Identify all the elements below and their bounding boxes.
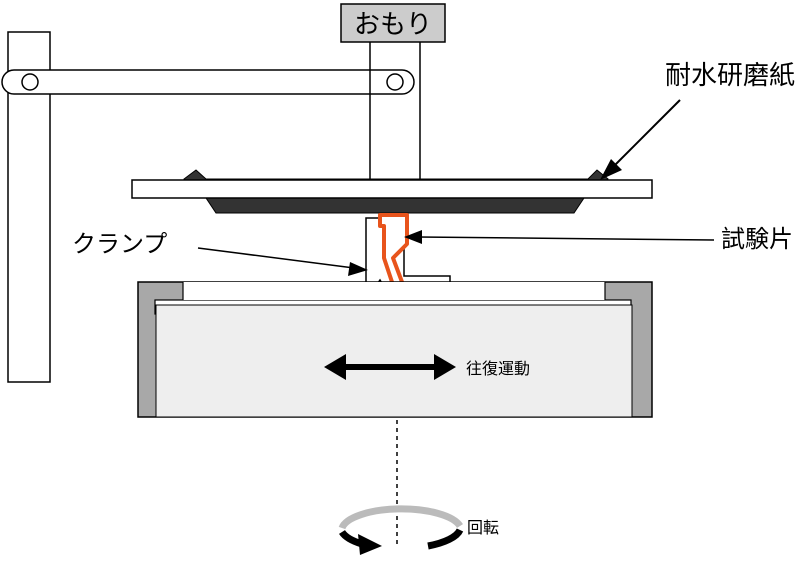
clamp-leader: [197, 247, 355, 269]
reciprocating-motion-label: 往復運動: [466, 359, 530, 378]
holder-plate: [131, 179, 653, 199]
clamp-arrowhead: [348, 262, 368, 276]
weight-box: [340, 3, 446, 43]
weight-label: おもり: [354, 10, 432, 40]
abrasive-paper-arrowhead: [600, 159, 622, 180]
circular-arrow-icon: [338, 505, 464, 555]
lever-arm: [1, 69, 415, 95]
abrasive-paper-leader: [611, 99, 681, 169]
pivot-right: [386, 73, 404, 91]
abrasive-paper-label: 耐水研磨紙: [665, 61, 795, 91]
specimen-arrowhead: [404, 230, 422, 244]
specimen-label: 試験片: [721, 225, 793, 253]
clamp-label: クランプ: [72, 230, 167, 258]
stage-inner: [155, 304, 633, 418]
rotation-label: 回転: [467, 518, 499, 537]
double-headed-arrow-icon: [324, 354, 456, 380]
stage-frame-notch-left: [183, 282, 605, 300]
pivot-left: [21, 73, 39, 91]
specimen-leader: [417, 236, 715, 241]
